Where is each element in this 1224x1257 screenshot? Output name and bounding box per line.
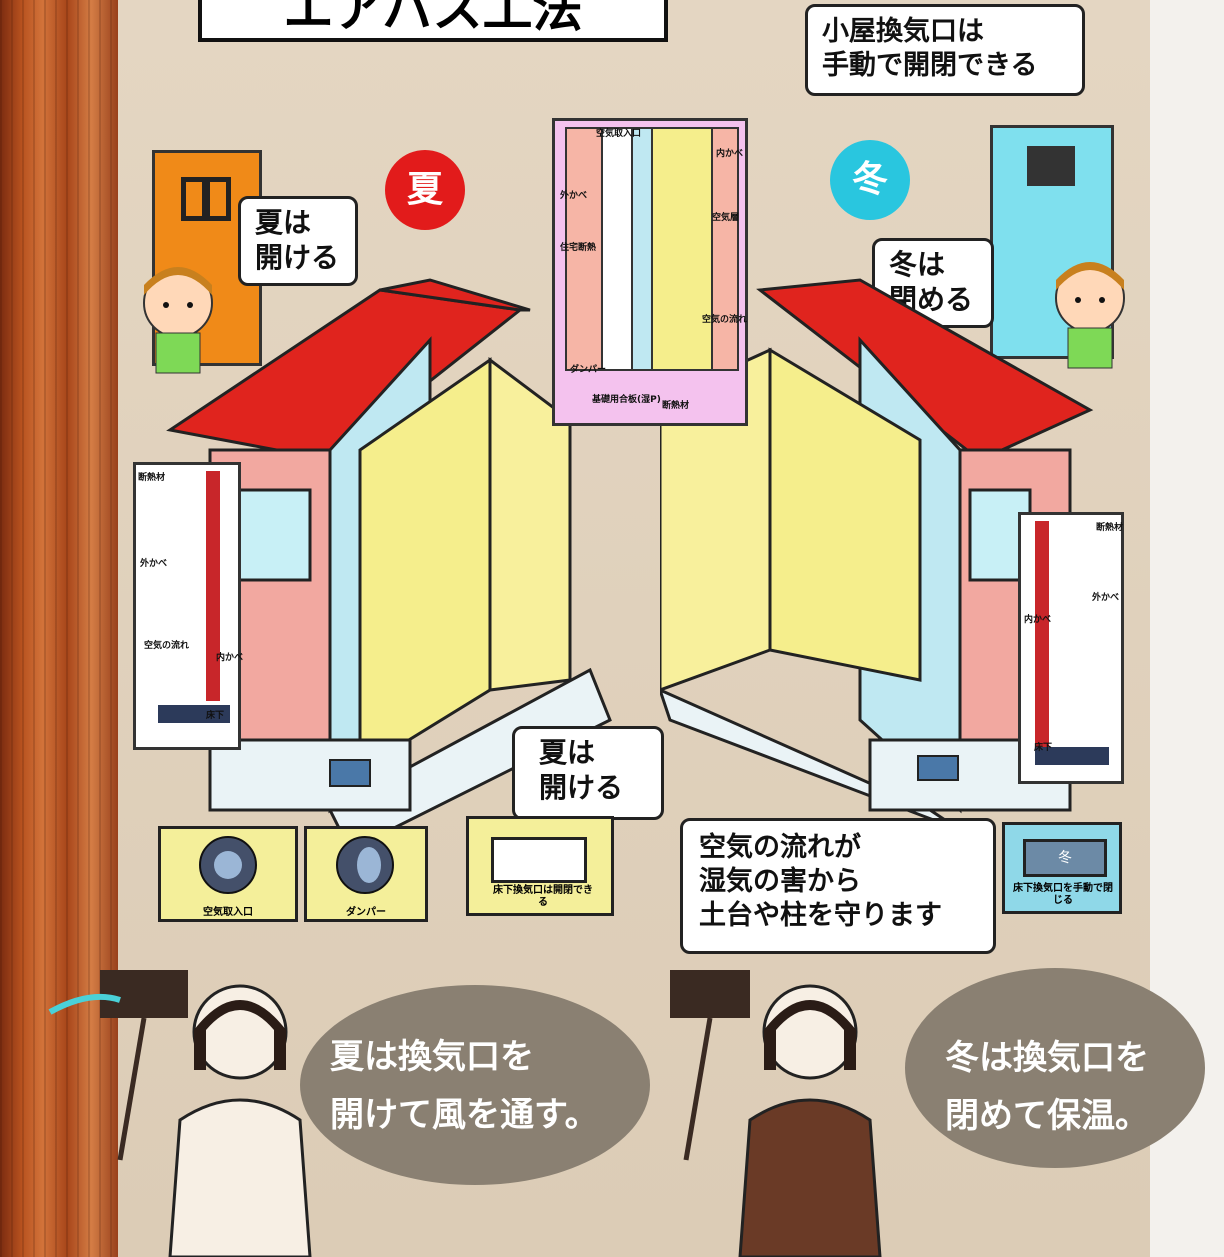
card-winter-vent: 冬 床下換気口を手動で閉じる: [1002, 822, 1122, 914]
card-air-intake: 空気取入口: [158, 826, 298, 922]
left-label-insulation: 断熱材: [138, 473, 166, 483]
card-floor-vent: 床下換気口は開閉できる: [466, 816, 614, 916]
label-air-intake: 空気取入口: [596, 129, 642, 139]
card-air-intake-label: 空気取入口: [203, 907, 253, 918]
page-title: エアパス工法: [198, 0, 668, 42]
right-label-inner: 内かべ: [1024, 615, 1052, 625]
air-flow-callout: 空気の流れが 湿気の害から 土台や柱を守ります: [680, 818, 996, 954]
summer-badge: 夏: [385, 150, 465, 230]
label-outer-wall: 外かべ: [560, 191, 588, 201]
wood-pillar: [0, 0, 122, 1257]
card-damper: ダンパー: [304, 826, 428, 922]
girl-right-icon: [1055, 262, 1125, 369]
woman-summer-icon: [48, 970, 312, 1257]
label-air-flow: 空気の流れ: [702, 315, 748, 325]
card-floor-vent-label: 床下換気口は開閉できる: [493, 885, 593, 908]
left-wall-section: [133, 462, 241, 750]
winter-vent-speech: 冬は換気口を 閉めて保温。: [905, 968, 1205, 1168]
label-insulation: 断熱材: [662, 401, 690, 411]
summer-open-callout-top: 夏は 開ける: [238, 196, 358, 286]
label-damper: ダンパー: [570, 365, 607, 375]
right-wall-section: [1018, 512, 1124, 784]
label-inner-wall: 内かべ: [716, 149, 744, 159]
girl-left-icon: [143, 267, 213, 374]
label-insulation-house: 住宅断熱: [560, 243, 597, 253]
summer-open-callout-bottom: 夏は 開ける: [512, 726, 664, 820]
left-label-inner: 内かべ: [216, 653, 244, 663]
left-label-outer: 外かべ: [140, 559, 168, 569]
woman-winter-icon: [670, 970, 882, 1257]
label-plywood: 基礎用合板(湿P): [592, 395, 661, 405]
left-label-floor: 床下: [206, 711, 225, 721]
attic-vent-callout: 小屋換気口は 手動で開閉できる: [805, 4, 1085, 96]
winter-badge: 冬: [830, 140, 910, 220]
card-winter-vent-label: 床下換気口を手動で閉じる: [1013, 883, 1113, 906]
wall-cross-section: [552, 118, 748, 426]
card-damper-label: ダンパー: [346, 907, 386, 918]
label-air-layer: 空気層: [712, 213, 740, 223]
right-label-outer: 外かべ: [1092, 593, 1120, 603]
right-label-floor: 床下: [1034, 743, 1053, 753]
summer-vent-speech: 夏は換気口を 開けて風を通す。: [300, 985, 650, 1185]
left-label-flow: 空気の流れ: [144, 641, 190, 651]
card-winter-vent-mark: 冬: [1023, 839, 1107, 877]
right-label-insulation: 断熱材: [1096, 523, 1124, 533]
